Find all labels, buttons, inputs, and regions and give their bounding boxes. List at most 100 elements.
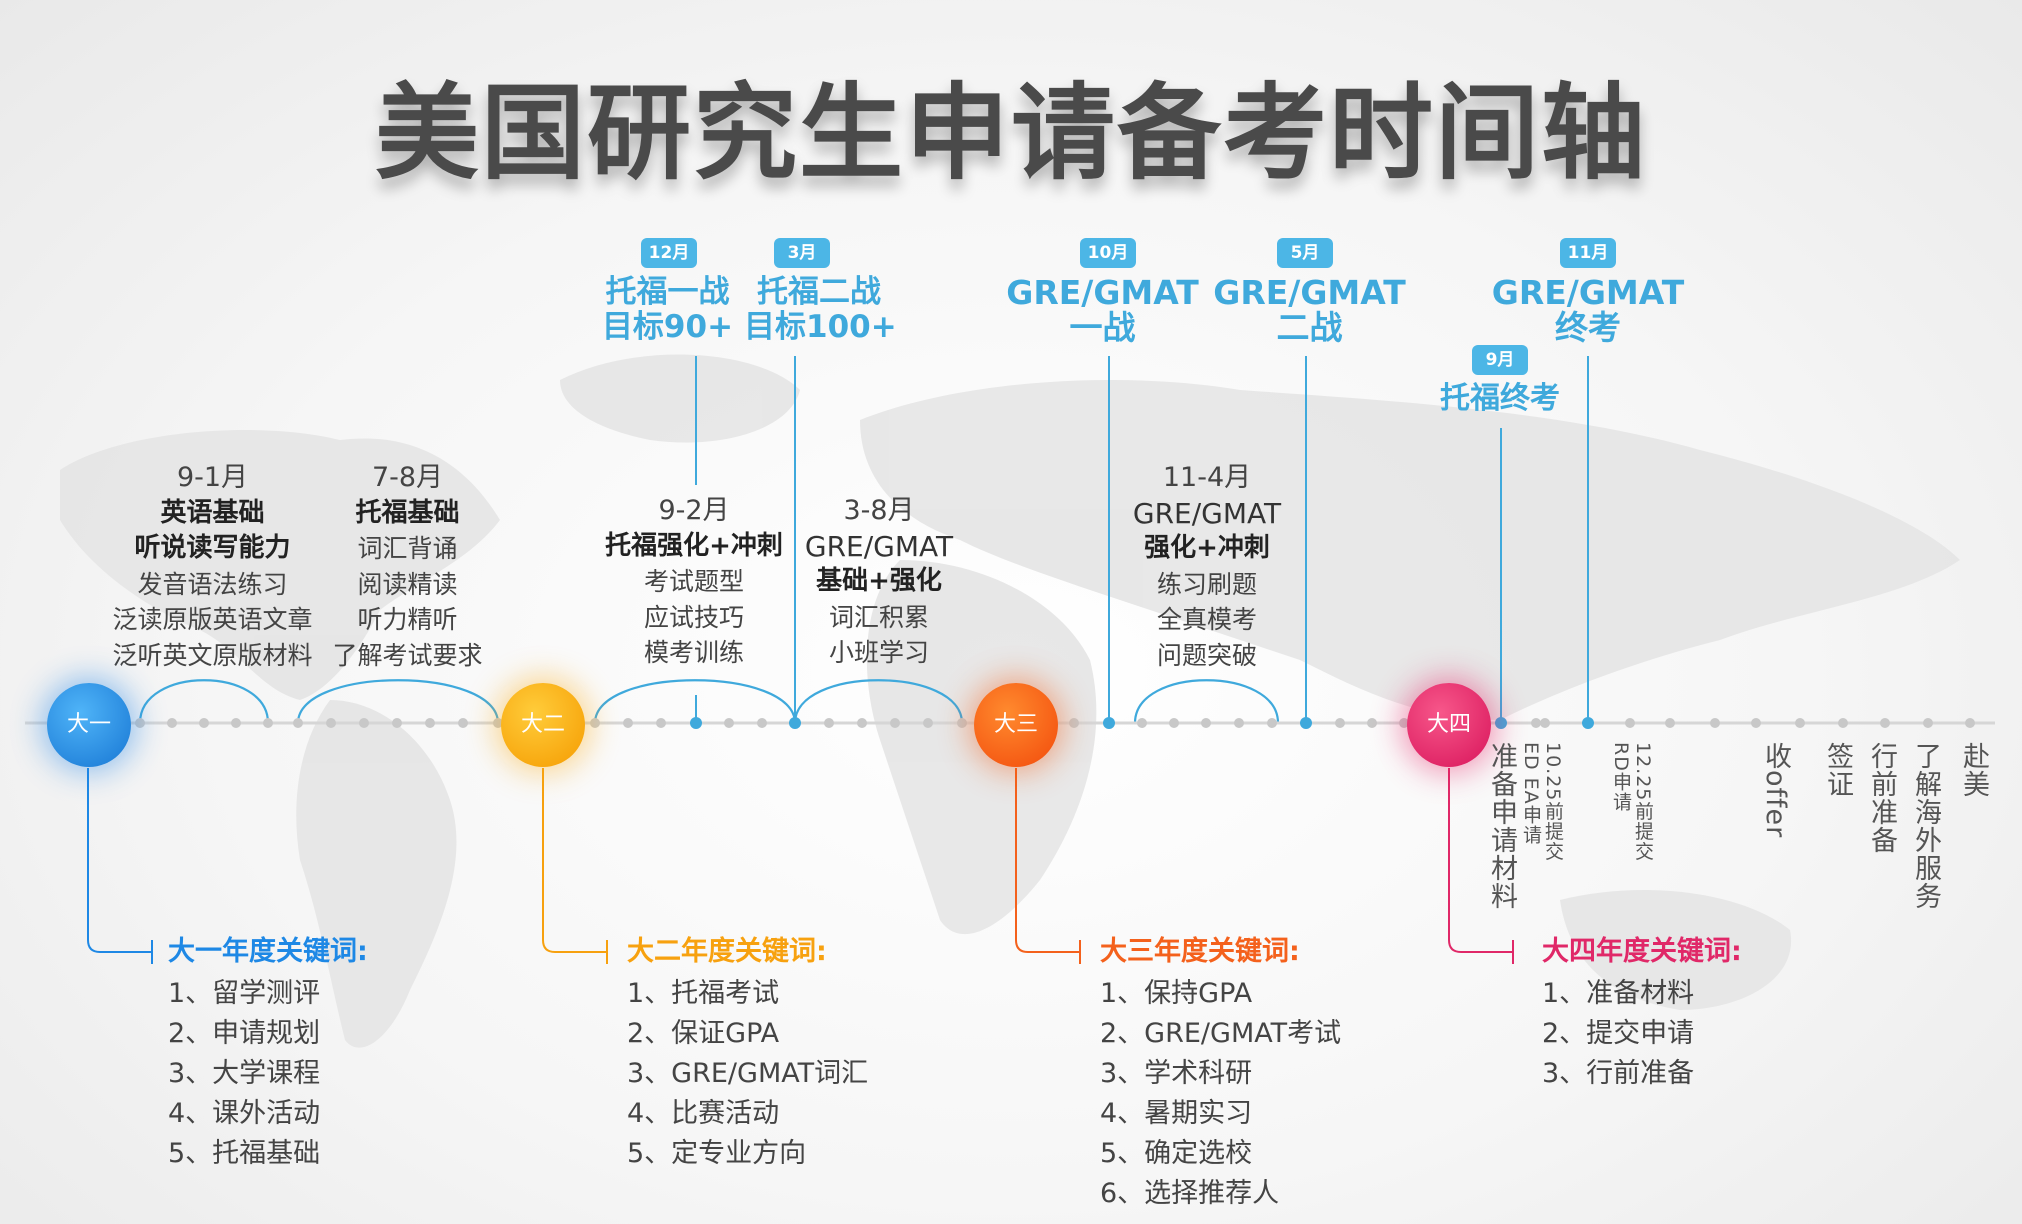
senior-step: 收offer	[1760, 742, 1791, 839]
axis-dot	[1965, 718, 1975, 728]
milestone-line: 目标100+	[744, 309, 897, 345]
milestone-line: 二战	[1276, 308, 1343, 347]
milestone-label: GRE/GMAT 一战	[1000, 275, 1205, 345]
month-badge: 10月	[1080, 238, 1136, 268]
phase-block-9-1: 9-1月 英语基础 听说读写能力 发音语法练习 泛读原版英语文章 泛听英文原版材…	[95, 460, 330, 673]
phase-line: 发音语法练习	[137, 569, 288, 599]
axis-dot	[656, 718, 666, 728]
phase-line: 词汇背诵	[357, 534, 458, 563]
phase-line: 全真模考	[1156, 605, 1257, 634]
axis-dot	[425, 718, 435, 728]
milestone-line: 托福一战	[605, 274, 730, 310]
axis-dot	[231, 718, 241, 728]
milestone-dot	[1300, 717, 1312, 729]
phase-line: 托福强化+冲刺	[605, 530, 783, 561]
phase-line: 应试技巧	[643, 602, 744, 632]
keyword-item: 3、GRE/GMAT词汇	[627, 1058, 869, 1089]
axis-dot	[1795, 718, 1805, 728]
axis-dot	[623, 718, 633, 728]
senior-step: 赴美	[1958, 742, 1989, 798]
milestone-line: 一战	[1069, 308, 1136, 347]
year-circle-freshman: 大一	[47, 683, 131, 767]
axis-dot	[1335, 718, 1345, 728]
keywords-heading: 大三年度关键词:	[1100, 936, 1300, 967]
senior-step: 签证	[1822, 742, 1853, 798]
phase-range: 7-8月	[371, 462, 444, 493]
phase-line: 泛听英文原版材料	[112, 640, 313, 670]
keyword-item: 2、申请规划	[168, 1018, 321, 1049]
year-circle-junior: 大三	[974, 683, 1058, 767]
axis-dot	[1169, 718, 1179, 728]
axis-dot	[1137, 718, 1147, 728]
axis-dot	[1838, 718, 1848, 728]
axis-dot	[757, 718, 767, 728]
axis-dot	[263, 718, 273, 728]
milestone-dot	[789, 717, 801, 729]
milestone-label: GRE/GMAT 二战	[1207, 275, 1412, 345]
axis-dot	[1531, 718, 1541, 728]
senior-step: 12.25前提交RD申请	[1610, 742, 1654, 862]
axis-dot	[957, 718, 967, 728]
axis-dot	[293, 718, 303, 728]
milestone-dot	[1103, 717, 1115, 729]
milestone-dot	[1582, 717, 1594, 729]
phase-line: 小班学习	[828, 638, 929, 667]
axis-dot	[1625, 718, 1635, 728]
month-badge: 3月	[774, 238, 830, 268]
kw-connector-1	[87, 768, 152, 953]
phase-line: 英语基础	[160, 497, 265, 528]
senior-step: 行前准备	[1866, 742, 1897, 854]
axis-dot	[135, 718, 145, 728]
axis-dot	[1201, 718, 1211, 728]
axis-dot	[1399, 718, 1409, 728]
phase-line: GRE/GMAT	[1132, 496, 1282, 530]
axis-dot	[326, 718, 336, 728]
bracket-9-2	[593, 679, 797, 724]
keyword-item: 3、行前准备	[1542, 1058, 1695, 1089]
keywords-heading: 大二年度关键词:	[627, 936, 827, 967]
phase-line: 练习刷题	[1156, 569, 1257, 599]
phase-block-3-8: 3-8月 GRE/GMAT 基础+强化 词汇积累 小班学习	[798, 493, 960, 671]
phase-line: 听力精听	[357, 605, 458, 634]
milestone-dot	[690, 717, 702, 729]
phase-line: 托福基础	[355, 497, 460, 528]
axis-dot	[493, 718, 503, 728]
phase-line: 问题突破	[1156, 640, 1257, 670]
axis-dot	[857, 718, 867, 728]
keyword-item: 1、保持GPA	[1100, 978, 1253, 1009]
keyword-item: 5、定专业方向	[627, 1138, 807, 1169]
axis-dot	[1267, 718, 1277, 728]
bracket-11-4	[1133, 679, 1280, 724]
axis-dot	[167, 718, 177, 728]
axis-dot	[359, 718, 369, 728]
senior-step: 10.25前提交ED EA申请	[1520, 742, 1564, 862]
axis-dot	[1540, 718, 1550, 728]
phase-line: 词汇积累	[828, 602, 929, 632]
axis-dot	[724, 718, 734, 728]
keyword-item: 4、比赛活动	[627, 1098, 780, 1129]
month-badge: 9月	[1472, 345, 1528, 375]
phase-line: 泛读原版英语文章	[112, 605, 313, 634]
keyword-item: 2、GRE/GMAT考试	[1100, 1018, 1342, 1049]
kw-connector-3	[1015, 768, 1080, 953]
axis-dot	[923, 718, 933, 728]
bracket-9-1	[138, 679, 270, 724]
keyword-item: 3、学术科研	[1100, 1058, 1253, 1089]
axis-dot	[199, 718, 209, 728]
axis-dot	[458, 718, 468, 728]
keyword-item: 5、托福基础	[168, 1138, 321, 1169]
axis-dot	[590, 718, 600, 728]
axis-dot	[392, 718, 402, 728]
month-badge: 5月	[1277, 238, 1333, 268]
milestone-label: 托福终考	[1420, 381, 1580, 417]
axis-dot	[890, 718, 900, 728]
milestone-line: 托福终考	[1440, 381, 1560, 416]
keyword-item: 2、提交申请	[1542, 1018, 1695, 1049]
axis-dot	[1710, 718, 1720, 728]
keywords-freshman: 大一年度关键词: 1、留学测评 2、申请规划 3、大学课程 4、课外活动 5、托…	[168, 932, 368, 1174]
phase-line: 听说读写能力	[134, 533, 291, 563]
axis-dot	[1234, 718, 1244, 728]
phase-line: 模考训练	[643, 638, 744, 667]
phase-range: 11-4月	[1162, 462, 1252, 493]
